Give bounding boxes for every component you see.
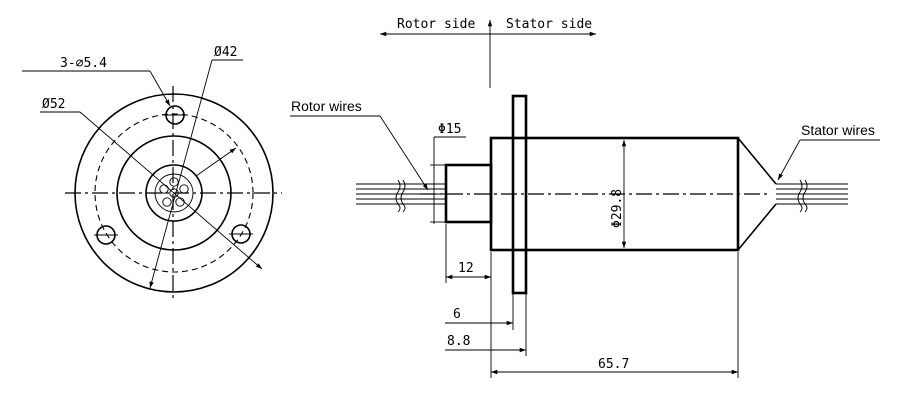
front-view: 3-⌀5.4 Ø42 Ø52 [22,45,282,302]
flange-dim-label: Ø52 [42,97,65,112]
rotor-dia-dim-label: Φ15 [438,122,461,137]
body-dia-dim-label: Φ29.8 [610,189,625,228]
rotor-wires-leader [379,115,429,191]
body-circle [116,135,232,251]
stator-side-label: Stator side [506,17,592,32]
rotor-len-dim-label: 12 [458,261,474,276]
flange-thk-dim-label: 6 [453,307,461,322]
rotor-side-label: Rotor side [397,17,475,32]
bolt-circle [94,113,254,273]
stator-wires [776,179,848,213]
flange-outer-circle [74,93,274,293]
side-view: Φ15 Φ29.8 Rotor wires Stator wires 12 6 … [290,94,880,378]
direction-indicator: Rotor side Stator side [380,17,596,88]
bolt-circle-dim-line [149,59,213,289]
stator-wires-leader [777,139,801,181]
rotor-wires-label: Rotor wires [291,98,362,114]
holes-dim-label: 3-⌀5.4 [60,56,107,71]
stator-wires-label: Stator wires [801,122,875,138]
body-len-dim-label: 65.7 [598,357,629,372]
flange-pos-dim-label: 8.8 [447,334,470,349]
flange-dim-line [79,111,263,270]
rotor-wires [356,179,446,213]
rotor-inner-circle [154,173,194,213]
bolt-circle-dim-label: Ø42 [214,45,237,60]
rotor-outer-circle [145,164,203,222]
holes-dim-leader [149,70,171,107]
